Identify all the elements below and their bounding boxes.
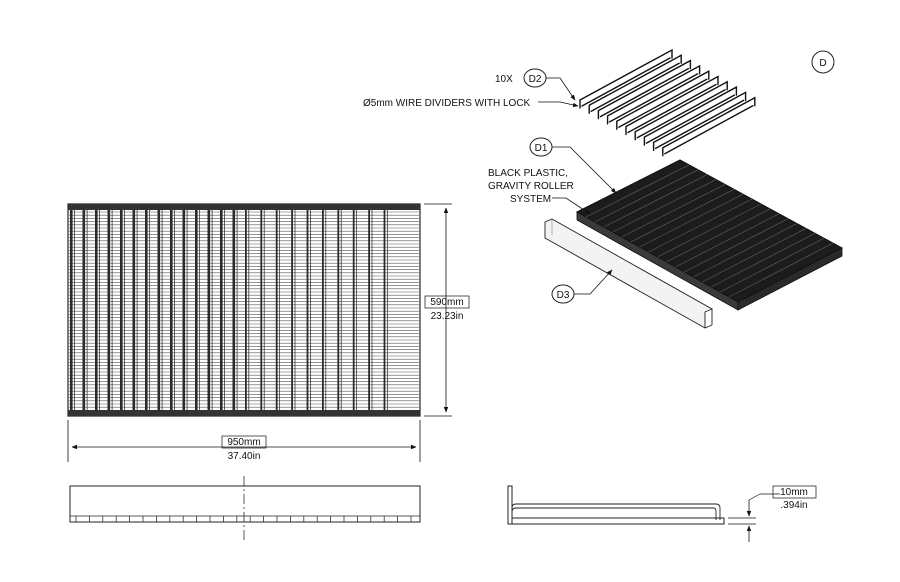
wire-dividers-note: Ø5mm WIRE DIVIDERS WITH LOCK	[363, 98, 531, 109]
tray-roller-line	[585, 164, 690, 218]
roller-system-note: BLACK PLASTIC, GRAVITY ROLLER SYSTEM	[488, 168, 591, 215]
top-view-back-edge	[68, 410, 420, 416]
tray-roller-line	[612, 179, 717, 233]
height-mm-label: 10mm	[780, 487, 808, 498]
depth-dimension: 590mm 23.23in	[424, 203, 470, 417]
tray-roller-line	[594, 169, 699, 223]
tray-roller-line	[693, 223, 798, 278]
quantity-note: 10X	[495, 74, 513, 85]
roller-channel	[232, 206, 236, 414]
tray-roller-line	[666, 208, 771, 263]
roller-channel	[132, 206, 136, 414]
width-mm-label: 950mm	[227, 437, 260, 448]
roller-channel	[352, 206, 355, 414]
width-in-label: 37.40in	[228, 451, 261, 462]
tray-roller-line	[728, 242, 834, 298]
side-view: 10mm .394in	[507, 485, 817, 542]
wire-divider	[625, 75, 719, 136]
roller-channel	[95, 206, 98, 414]
wire-divider	[662, 96, 756, 157]
roller-channel	[82, 206, 86, 414]
roller-channel	[245, 206, 247, 414]
roller-note-line-2: GRAVITY ROLLER	[488, 181, 574, 192]
tray-roller-line	[630, 188, 735, 243]
wire-dividers-iso	[579, 48, 756, 157]
roller-channel	[220, 206, 223, 414]
wire-divider	[616, 70, 710, 130]
top-view	[67, 203, 421, 417]
front-strip-iso	[544, 218, 714, 329]
wire-divider	[643, 85, 738, 146]
roller-channel	[70, 206, 73, 414]
roller-channel	[107, 206, 111, 414]
roller-channel	[368, 206, 370, 414]
roller-grid-vertical	[70, 206, 388, 414]
depth-mm-label: 590mm	[430, 297, 463, 308]
roller-tray-iso	[575, 159, 844, 311]
tray-roller-line	[639, 193, 744, 248]
tray-roller-line	[603, 174, 708, 228]
tray-roller-line	[711, 232, 816, 288]
width-dimension: 950mm 37.40in	[67, 420, 421, 462]
roller-note-line-3: SYSTEM	[510, 194, 551, 205]
wire-divider	[652, 91, 747, 152]
wire-divider	[579, 48, 673, 109]
roller-channel	[182, 206, 186, 414]
roller-channel	[120, 206, 123, 414]
height-in-label: .394in	[780, 500, 807, 511]
roller-channel	[322, 206, 324, 414]
roller-grid-horizontal	[69, 211, 419, 408]
balloon-d2: D2 10X Ø5mm WIRE DIVIDERS WITH LOCK	[363, 68, 579, 109]
roller-channel	[207, 206, 211, 414]
sheet-callout: D	[811, 50, 835, 74]
sheet-callout-label: D	[819, 58, 826, 69]
roller-channel	[291, 206, 293, 414]
wire-divider	[606, 64, 701, 125]
wire-divider	[588, 54, 682, 114]
roller-channel	[260, 206, 263, 414]
front-view	[69, 476, 421, 540]
roller-tray-rollers	[585, 164, 834, 298]
balloon-d2-label: D2	[529, 74, 542, 85]
front-view-roller-ends	[75, 516, 412, 522]
roller-channel	[383, 206, 386, 414]
tray-roller-line	[657, 203, 762, 258]
roller-channel	[145, 206, 148, 414]
roller-channel	[170, 206, 173, 414]
roller-channel	[275, 206, 278, 414]
tray-roller-line	[675, 213, 780, 268]
depth-in-label: 23.23in	[431, 311, 464, 322]
roller-note-line-1: BLACK PLASTIC,	[488, 168, 568, 179]
top-view-front-edge	[68, 204, 420, 210]
roller-channel	[195, 206, 198, 414]
balloon-d1: D1	[529, 137, 617, 194]
balloon-d3-label: D3	[557, 290, 570, 301]
tray-roller-line	[684, 218, 789, 273]
tray-roller-line	[648, 198, 753, 253]
tray-roller-line	[719, 237, 825, 293]
balloon-d3: D3	[551, 269, 613, 304]
roller-tray-body	[575, 159, 844, 303]
roller-channel	[337, 206, 340, 414]
front-view-outline	[69, 485, 421, 523]
tray-roller-line	[702, 228, 807, 283]
wire-divider	[634, 80, 728, 141]
roller-channel	[157, 206, 161, 414]
roller-channel	[306, 206, 309, 414]
balloon-d1-label: D1	[535, 143, 548, 154]
side-view-profile	[507, 485, 513, 525]
tray-roller-line	[621, 184, 726, 238]
wire-divider	[597, 59, 692, 120]
